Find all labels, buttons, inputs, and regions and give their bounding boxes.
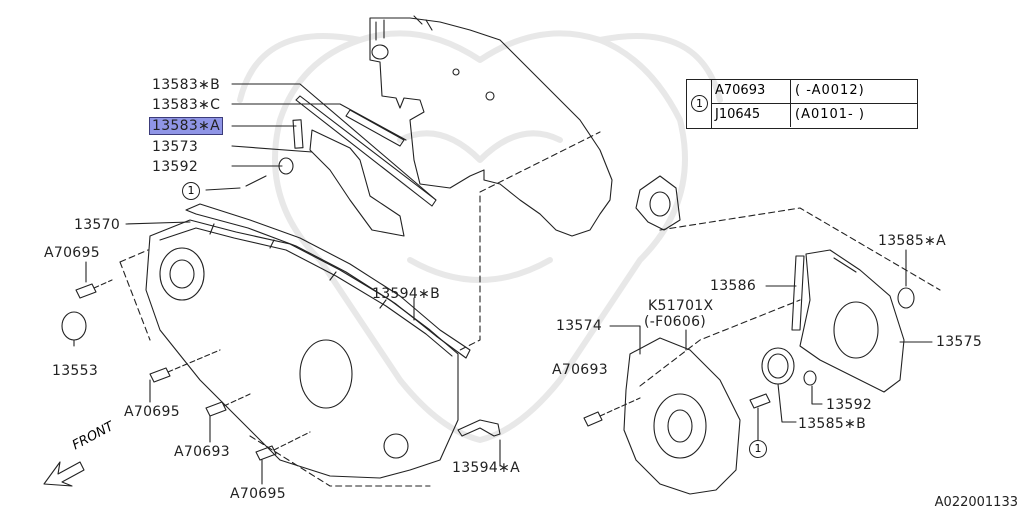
leader-dashed-bolt xyxy=(479,131,601,193)
gasket-13583A xyxy=(292,119,304,149)
ref-table-range: (A0101- ) xyxy=(795,107,865,122)
label-13585A[interactable]: 13585∗A xyxy=(878,233,946,249)
ref-table-row: J10645 (A0101- ) xyxy=(711,104,917,127)
label-13553[interactable]: 13553 xyxy=(52,363,99,379)
leader-13574 xyxy=(609,325,641,355)
dashed-right-assembly xyxy=(639,207,941,387)
callout-1-right[interactable]: 1 xyxy=(749,440,767,458)
label-13592-right[interactable]: 13592 xyxy=(826,397,873,413)
leader-13592-right xyxy=(811,385,823,405)
gasket-13583C xyxy=(345,109,405,147)
label-a70695-bot[interactable]: A70695 xyxy=(230,486,286,502)
ref-table-row: A70693 ( -A0012) xyxy=(711,80,917,104)
seal-13592-right xyxy=(803,370,817,386)
ref-table-index-cell: 1 xyxy=(687,80,712,128)
ref-table-part[interactable]: A70693 xyxy=(715,83,766,98)
bolt-a70695-bot xyxy=(255,431,311,485)
bolt-right-callout xyxy=(749,393,771,441)
label-k51701x-range: (-F0606) xyxy=(644,314,707,330)
callout-1-left[interactable]: 1 xyxy=(182,182,200,200)
label-13586[interactable]: 13586 xyxy=(710,278,757,294)
ref-table-range: ( -A0012) xyxy=(795,83,865,98)
gasket-13583B xyxy=(295,95,437,207)
bolt-a70693-mid xyxy=(205,393,251,443)
label-13570[interactable]: 13570 xyxy=(74,217,121,233)
label-13573[interactable]: 13573 xyxy=(152,139,199,155)
seal-13585B xyxy=(761,347,795,385)
label-a70695-mid[interactable]: A70695 xyxy=(124,404,180,420)
leader-dashed-engine xyxy=(459,195,481,351)
gasket-13594A xyxy=(457,419,501,437)
label-13594B[interactable]: 13594∗B xyxy=(372,286,440,302)
bolt-a70695-mid xyxy=(149,349,221,403)
front-arrow xyxy=(43,461,85,487)
label-13594A[interactable]: 13594∗A xyxy=(452,460,520,476)
gasket-13586 xyxy=(791,255,805,331)
bolt-a70693-right xyxy=(583,397,641,427)
gasket-13594B xyxy=(185,203,471,359)
ref-table-part[interactable]: J10645 xyxy=(715,107,761,122)
ref-table-divider xyxy=(790,80,791,103)
diagram-id: A022001133 xyxy=(934,495,1018,510)
label-13574[interactable]: 13574 xyxy=(556,318,603,334)
seal-13585A xyxy=(897,287,915,309)
cam-sprocket xyxy=(635,175,681,231)
engine-block xyxy=(369,15,613,237)
leader-lines-left xyxy=(73,83,437,347)
label-a70695-top[interactable]: A70695 xyxy=(44,245,100,261)
label-13585B[interactable]: 13585∗B xyxy=(798,416,866,432)
label-13575[interactable]: 13575 xyxy=(936,334,983,350)
ref-table-callout: 1 xyxy=(691,95,708,112)
label-k51701x[interactable]: K51701X xyxy=(648,298,714,314)
label-13592-left[interactable]: 13592 xyxy=(152,159,199,175)
dashed-box-left xyxy=(119,249,431,487)
cover-13573 xyxy=(309,129,405,237)
bolt-a70695-top xyxy=(75,279,113,299)
leader-13585B xyxy=(777,383,797,423)
bolt-callout-left xyxy=(245,175,267,187)
label-13583B[interactable]: 13583∗B xyxy=(152,77,220,93)
cover-13574 xyxy=(623,337,741,495)
label-a70693-right[interactable]: A70693 xyxy=(552,362,608,378)
seal-13592-left xyxy=(278,157,294,175)
plug-13553 xyxy=(61,311,87,341)
label-13583A[interactable]: 13583∗A xyxy=(149,117,223,135)
label-13583C[interactable]: 13583∗C xyxy=(152,97,221,113)
plate-13575 xyxy=(799,249,905,393)
ref-table-divider xyxy=(790,104,791,127)
reference-table: 1 A70693 ( -A0012) J10645 (A0101- ) xyxy=(686,79,918,129)
label-a70693-mid[interactable]: A70693 xyxy=(174,444,230,460)
